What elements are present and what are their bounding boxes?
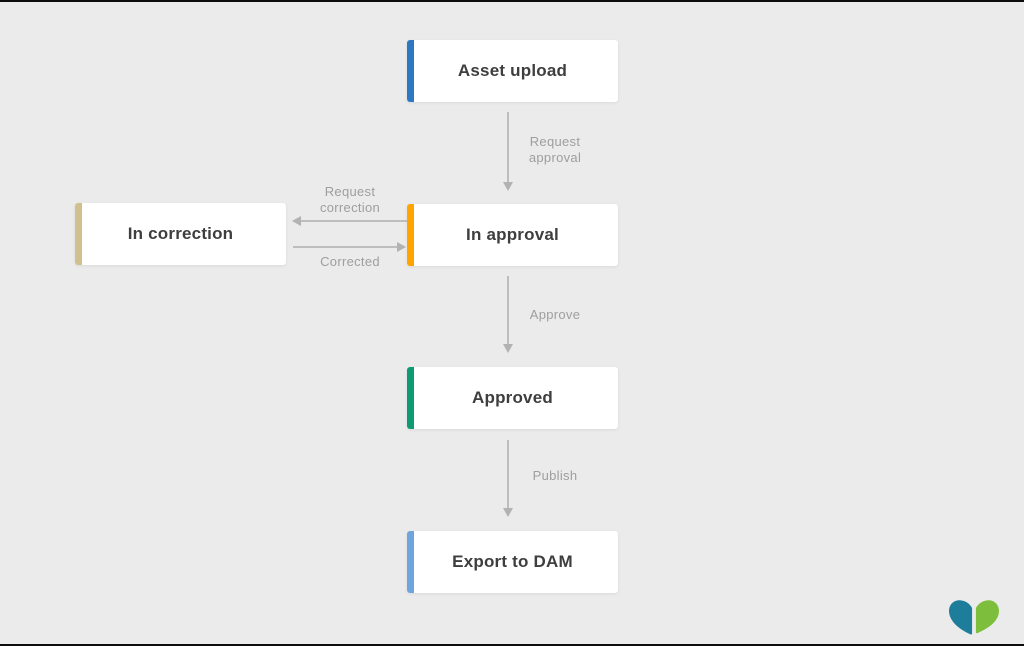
node-label: Export to DAM	[452, 552, 573, 571]
edge-label-approve: Approve	[529, 307, 581, 322]
arrowhead-right-icon	[397, 242, 406, 252]
arrow-request-approval	[507, 112, 509, 182]
arrowhead-down-icon	[503, 508, 513, 517]
edge-label-request-approval: Request approval	[528, 134, 582, 165]
frame-bar-top	[0, 0, 1024, 2]
arrow-publish	[507, 440, 509, 508]
accent-bar	[407, 204, 414, 266]
arrowhead-down-icon	[503, 182, 513, 191]
node-label: Asset upload	[457, 61, 568, 80]
frame-bar-bottom	[0, 644, 1024, 646]
arrowhead-down-icon	[503, 344, 513, 353]
node-in-correction: In correction	[75, 203, 286, 265]
node-export-to-dam: Export to DAM	[407, 531, 618, 593]
node-asset-upload: Asset upload	[407, 40, 618, 102]
node-in-approval: In approval	[407, 204, 618, 266]
edge-label-request-correction: Request correction	[319, 184, 381, 215]
node-label: In correction	[127, 224, 234, 243]
node-label: In approval	[466, 225, 559, 244]
accent-bar	[407, 367, 414, 429]
accent-bar	[407, 531, 414, 593]
arrowhead-left-icon	[292, 216, 301, 226]
edge-label-corrected: Corrected	[320, 254, 380, 269]
arrow-request-correction	[301, 220, 407, 222]
logo-left-leaf	[949, 600, 973, 635]
edge-label-publish: Publish	[532, 468, 578, 483]
arrow-corrected	[293, 246, 397, 248]
arrow-approve	[507, 276, 509, 344]
heart-leaf-logo	[949, 600, 999, 635]
node-approved: Approved	[407, 367, 618, 429]
accent-bar	[75, 203, 82, 265]
logo-right-leaf	[975, 600, 999, 634]
accent-bar	[407, 40, 414, 102]
node-label: Approved	[472, 388, 553, 407]
